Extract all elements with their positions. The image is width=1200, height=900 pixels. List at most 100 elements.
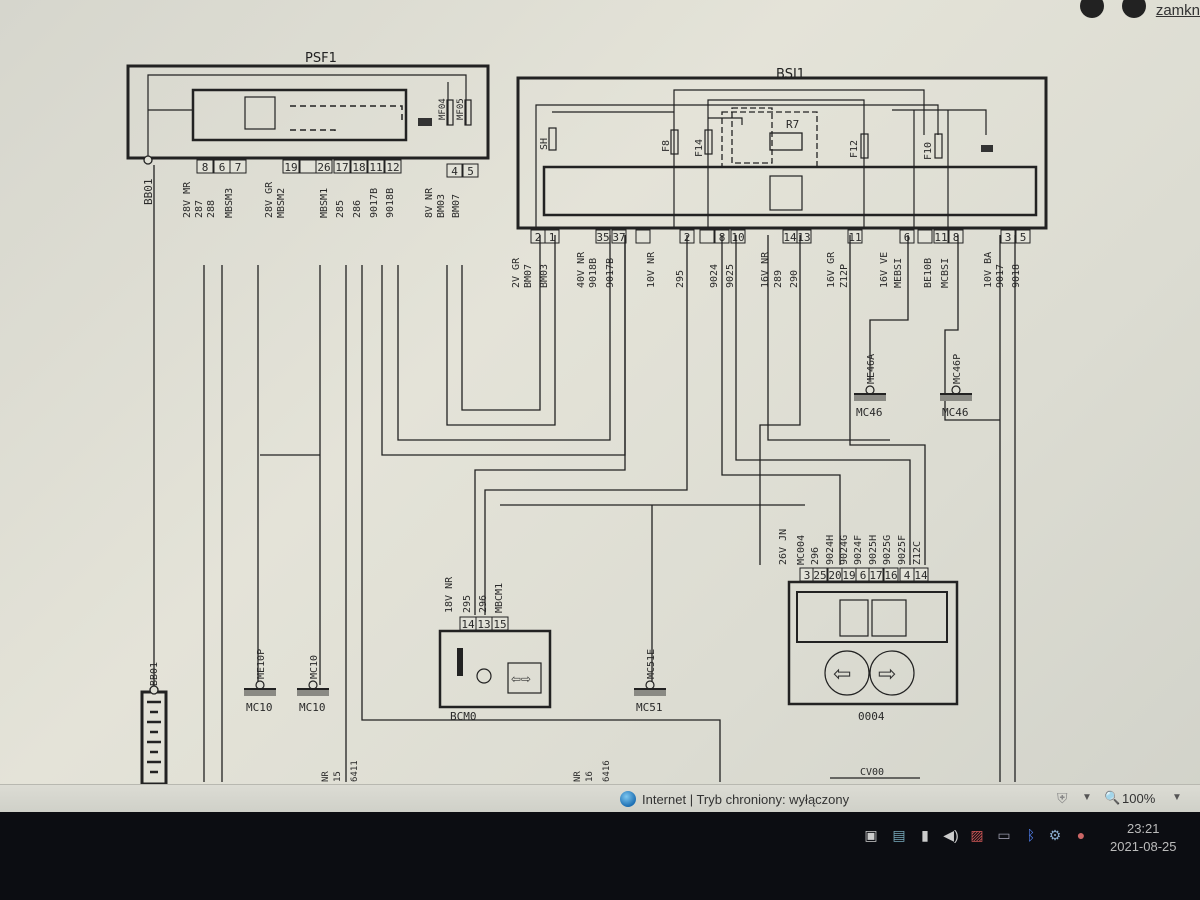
bsi-wire-label: BM03 [539,264,550,288]
home-icon[interactable] [1122,0,1146,18]
bb01-terminal [143,155,153,165]
ground-point-label: MC10 [246,701,273,714]
ref-16-wire: 6416 [602,760,612,782]
connection-icon[interactable]: ▨ [970,827,984,843]
psf-wire-label: 9017B [369,188,380,218]
ground-hatch [634,690,666,696]
bsi-wire-label: MCBSI [940,258,951,288]
bsi-wire-label: 289 [773,270,784,288]
psf-pin: 7 [235,161,242,174]
close-link[interactable]: zamkn [1155,2,1200,19]
module-0004-wire-label: 9025G [882,535,893,565]
psf-pin-box [229,159,247,174]
ground-wire-label: MC10 [309,655,320,679]
bsi-wire-conn: 16V NR [760,251,771,288]
bb01-label: BB01 [142,179,155,206]
ground-terminal [645,680,655,690]
bcm-pin-box [491,616,509,631]
battery-icon[interactable]: ▮ [921,827,929,843]
psf-inner-box [191,88,408,142]
psf-box [126,64,490,160]
module-0004-pin: 3 [804,569,811,582]
bcm-conn: 18V NR [444,576,455,613]
relay-switch-icon [731,107,773,164]
ref-16-pin: 16 [585,771,595,782]
ref-15-wire: 6411 [350,760,360,782]
psf-wire-label: 285 [335,200,346,218]
module-0004-pin: 14 [914,569,928,582]
bsi-inner-box [542,165,1038,217]
ground-point-label: MC51 [636,701,663,714]
network-icon[interactable]: ▤ [892,827,906,843]
module-0004-pin: 19 [842,569,855,582]
psf-pin: 26 [317,161,330,174]
ground-hatch [854,395,886,401]
module-0004-inner [796,591,948,643]
bsi-pin: 37 [612,231,625,244]
bsi-pin-box [611,229,627,244]
module-0004-conn: 26V JN [778,529,789,565]
module-chip-icon [839,599,869,637]
bcm-wire-label: 295 [462,595,473,613]
module-0004-wire-label: Z12C [912,541,923,565]
bsi-wire-label: BE10B [923,258,934,288]
bsi-bus [535,89,939,228]
bsi-pin-box [899,229,915,244]
security-icon[interactable]: ⛨ [1057,790,1068,806]
relay-r7-coil-icon [769,132,803,151]
module-0004-pin: 6 [860,569,867,582]
module-0004-pin: 20 [828,569,841,582]
battery-cells [147,700,161,774]
ref-15-pin: 15 [333,771,343,782]
psf-wire-conn: 28V MR [182,181,193,218]
network-center-icon[interactable]: ▣ [864,827,878,843]
ref-16-conn: NR [573,771,583,782]
bsi-wire-label: 9018 [1011,264,1022,288]
clock[interactable]: 23:21 2021-08-25 [1110,820,1177,856]
bsi-wire-label: MEBSI [893,258,904,288]
psf-chip-icon [244,96,276,130]
bluetooth-icon[interactable]: ᛒ [1026,827,1036,843]
alert-icon[interactable]: ● [1076,827,1086,843]
ground-wire-label: MC51E [646,649,657,679]
zoom-level[interactable]: 100% [1122,791,1156,806]
ground-terminal [255,680,265,690]
bsi-wire-label: 9024 [709,264,720,288]
fuse-mf04-icon [446,99,454,126]
bsi-pin: 3 [1005,231,1012,244]
module-0004-title: 0004 [858,710,885,723]
ground-terminal [951,385,961,395]
psf-dashed [290,105,403,133]
bsi-pin: 6 [904,231,911,244]
bsi-title: BSI1 [776,67,805,82]
bsi-pin-box [948,229,964,244]
back-icon[interactable] [1080,0,1104,18]
psf-pin: 17 [335,161,348,174]
relay-r7-box [721,111,818,168]
f8-label: F8 [661,140,672,152]
globe-icon [620,791,636,807]
bsi-pin-box [635,229,651,244]
bsi-wire-label: 290 [789,270,800,288]
psf-pin-box [462,163,479,178]
display-icon[interactable]: ▭ [997,827,1011,843]
psf-wire-label: 287 [194,200,205,218]
settings-gear-icon[interactable]: ⚙ [1048,827,1062,843]
bsi-chip-icon [769,175,803,211]
window-controls [1080,0,1164,23]
security-dropdown-icon[interactable]: ▼ [1082,792,1092,803]
taskbar: ▣ ▤ ▮ ◀) ▨ ▭ ᛒ ⚙ ● 23:21 2021-08-25 [0,812,1200,900]
battery-icon [140,690,168,784]
module-0004-box [787,580,959,706]
psf-ground-icon [418,118,432,126]
psf-pin-box [350,159,368,174]
zoom-dropdown-icon[interactable]: ▼ [1172,792,1182,803]
volume-icon[interactable]: ◀) [943,827,959,843]
bsi-wire-conn: 16V GR [826,251,837,288]
psf-pin-box [446,163,463,178]
bsi-pin-box [847,229,863,244]
bsi-box [516,76,1048,230]
left-arrow-icon: ⇦ [833,661,851,686]
zoom-icon[interactable]: 🔍 [1104,790,1121,805]
